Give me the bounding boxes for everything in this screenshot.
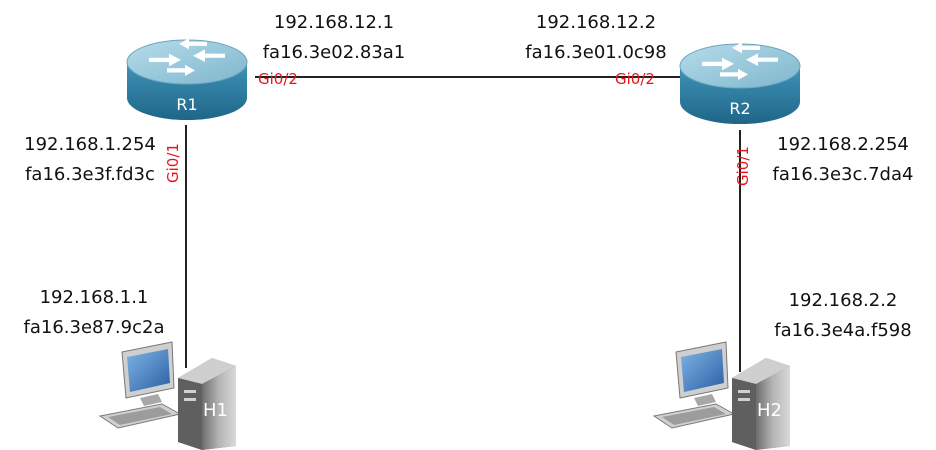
h1-mac: fa16.3e87.9c2a (24, 317, 165, 338)
router-r1[interactable]: R1 (126, 38, 248, 120)
h2-mac: fa16.3e4a.f598 (774, 320, 911, 341)
host-h1[interactable]: H1 (98, 341, 236, 450)
r1-wan-mac: fa16.3e02.83a1 (263, 42, 406, 63)
r1-lan-ip: 192.168.1.254 (24, 134, 156, 155)
host-h2[interactable]: H2 (652, 341, 790, 450)
r2-lan-mac: fa16.3e3c.7da4 (773, 164, 914, 185)
router-icon (679, 42, 801, 124)
host-h2-label: H2 (757, 400, 782, 421)
r1-lan-mac: fa16.3e3f.fd3c (25, 164, 155, 185)
router-r2[interactable]: R2 (679, 42, 801, 124)
h1-ip: 192.168.1.1 (40, 287, 149, 308)
r1-lan-interface: Gi0/1 (164, 143, 182, 183)
pc-icon (652, 341, 790, 450)
r2-wan-ip: 192.168.12.2 (536, 12, 656, 33)
h2-ip: 192.168.2.2 (789, 290, 898, 311)
host-h1-label: H1 (203, 400, 228, 421)
router-r2-label: R2 (729, 99, 750, 118)
r2-wan-interface: Gi0/2 (615, 70, 655, 88)
r1-wan-interface: Gi0/2 (258, 70, 298, 88)
router-r1-label: R1 (176, 95, 197, 114)
r2-lan-ip: 192.168.2.254 (777, 134, 909, 155)
r2-lan-interface: Gi0/1 (734, 146, 752, 186)
r1-wan-ip: 192.168.12.1 (274, 12, 394, 33)
r2-wan-mac: fa16.3e01.0c98 (525, 42, 666, 63)
pc-icon (98, 341, 236, 450)
router-icon (126, 38, 248, 120)
